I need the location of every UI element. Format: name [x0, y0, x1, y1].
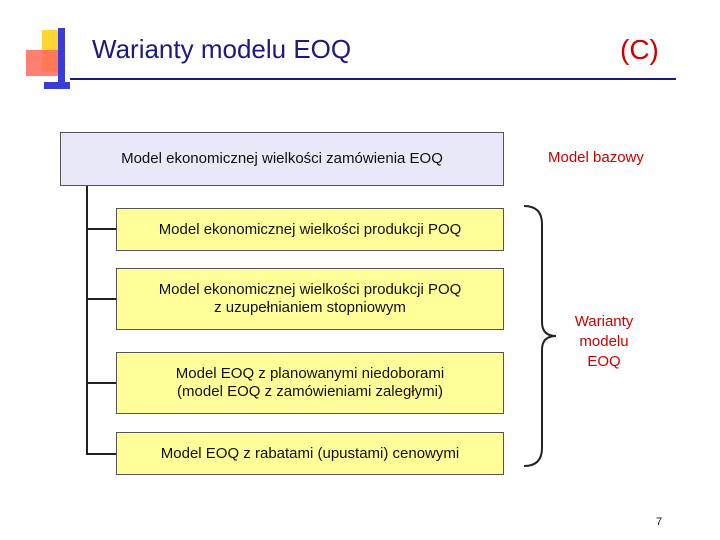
variants-label-line: Warianty: [574, 313, 634, 330]
slide-code: (C): [620, 34, 659, 65]
main-model-label: Model ekonomicznej wielkości zamówienia …: [121, 150, 443, 167]
slide-title: Warianty modelu EOQ: [92, 34, 352, 64]
variant-label: Model EOQ z rabatami (upustami) cenowymi: [160, 444, 460, 462]
variant-sublabel: (model EOQ z zamówieniami zaległymi): [177, 383, 443, 400]
title-underline: [70, 78, 676, 80]
base-model-label: Model bazowy: [548, 149, 644, 166]
variant-label: Model ekonomicznej wielkości produkcji P…: [158, 220, 462, 238]
variants-label-line: EOQ: [587, 353, 621, 370]
connector-branch-poq-gradual: [86, 298, 116, 300]
connector-trunk: [86, 186, 88, 454]
connector-branch-poq: [86, 228, 116, 230]
logo-blue-bar-horizontal: [44, 82, 70, 89]
connector-branch-discounts: [86, 453, 116, 455]
connector-branch-backorders: [86, 382, 116, 384]
curly-brace-icon: [523, 205, 557, 467]
variant-box-discounts: Model EOQ z rabatami (upustami) cenowymi: [116, 432, 504, 475]
variant-box-poq: Model ekonomicznej wielkości produkcji P…: [116, 208, 504, 251]
main-model-box: Model ekonomicznej wielkości zamówienia …: [60, 132, 504, 186]
logo-red-square: [26, 50, 58, 76]
variant-label: Model EOQ z planowanymi niedoborami: [175, 365, 445, 382]
variant-box-backorders: Model EOQ z planowanymi niedoborami (mod…: [116, 352, 504, 414]
logo-blue-bar-vertical: [58, 28, 65, 88]
variant-sublabel: z uzupełnianiem stopniowym: [214, 299, 406, 316]
page-number: 7: [656, 516, 663, 528]
variants-label-line: modelu: [579, 333, 629, 350]
variant-label: Model ekonomicznej wielkości produkcji P…: [158, 281, 462, 298]
variant-box-poq-gradual: Model ekonomicznej wielkości produkcji P…: [116, 268, 504, 330]
variants-label: Warianty modelu EOQ: [558, 312, 650, 372]
